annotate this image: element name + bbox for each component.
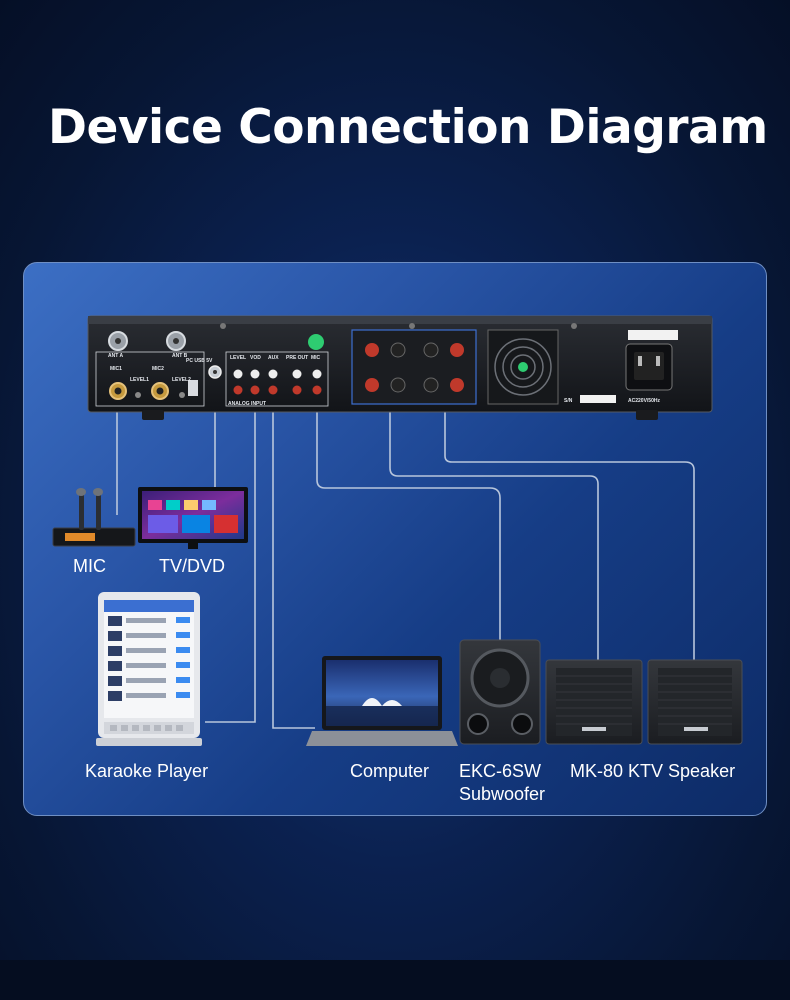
label-ant-a: ANT A [108,353,123,359]
cable-subwoofer [390,400,598,660]
label-mic: MIC [311,355,321,361]
cable-pc-usb [317,400,500,640]
label-ac: AC220V/50Hz [628,398,660,404]
amplifier-rear-panel [88,316,712,420]
label-karaoke-player: Karaoke Player [85,761,208,782]
bottom-bar [0,960,790,1000]
label-ktv-speaker: MK-80 KTV Speaker [570,761,735,782]
label-mic1: MIC1 [110,366,122,372]
label-subwoofer-model: EKC-6SW [459,761,541,782]
label-mic2: MIC2 [152,366,164,372]
mic-device [53,488,135,546]
label-tv-dvd: TV/DVD [159,556,225,577]
cable-computer [273,400,315,728]
ktv-speaker-right [648,660,742,744]
computer-device [306,656,458,746]
label-subwoofer-type: Subwoofer [459,784,545,805]
label-level: LEVEL [230,355,246,361]
label-vod: VOD [250,355,261,361]
label-sn: S/N [564,398,573,404]
karaoke-player-device [96,592,202,746]
label-mic-device: MIC [73,556,106,577]
label-computer: Computer [350,761,429,782]
label-pc-usb: PC USB 5V [186,358,213,364]
label-level1: LEVEL1 [130,377,149,383]
subwoofer-device [460,640,540,744]
ktv-speaker-left [546,660,642,744]
label-aux: AUX [268,355,279,361]
label-level2: LEVEL2 [172,377,191,383]
tv-dvd-device [138,487,248,549]
label-analog-input: ANALOG INPUT [228,401,266,407]
label-pre-out: PRE OUT [286,355,308,361]
cable-speaker [445,400,694,660]
